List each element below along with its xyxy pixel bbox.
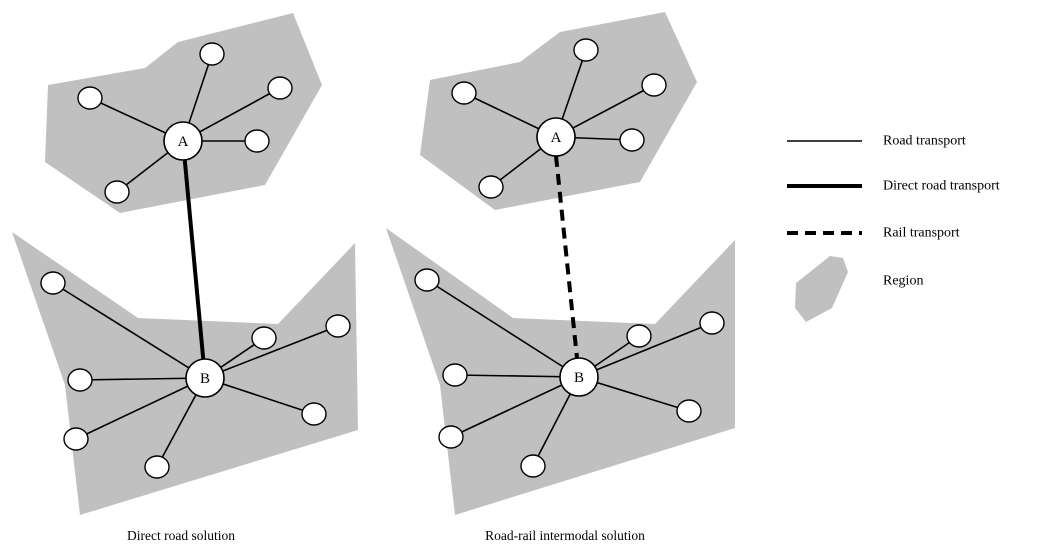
node bbox=[63, 427, 89, 451]
node bbox=[573, 38, 599, 62]
road-link bbox=[450, 376, 580, 438]
node bbox=[267, 76, 293, 100]
node bbox=[199, 42, 225, 66]
hub-a bbox=[536, 117, 576, 157]
road-link bbox=[454, 374, 580, 378]
diagram-intermodal: A B Road-rail intermodal solution bbox=[386, 12, 735, 543]
node bbox=[77, 86, 103, 110]
rail-link bbox=[554, 155, 579, 359]
hub-a bbox=[163, 121, 203, 161]
node bbox=[104, 180, 130, 204]
legend-rail-label: Rail transport bbox=[883, 226, 960, 241]
region-a-left bbox=[45, 13, 322, 213]
road-link bbox=[75, 377, 206, 440]
node bbox=[40, 271, 66, 295]
node bbox=[67, 368, 93, 392]
hub-b-label: B bbox=[200, 371, 210, 387]
direct-road-link bbox=[181, 140, 207, 379]
node bbox=[438, 425, 464, 449]
road-link bbox=[79, 377, 206, 381]
legend: Road transport Direct road transport Rai… bbox=[787, 134, 1000, 322]
hub-b bbox=[559, 357, 599, 397]
node bbox=[520, 454, 546, 478]
node bbox=[619, 128, 645, 152]
node bbox=[676, 399, 702, 423]
node bbox=[144, 455, 170, 479]
hub-b-label: B bbox=[574, 370, 584, 386]
road-link bbox=[426, 279, 580, 378]
node bbox=[414, 268, 440, 292]
region-b-left bbox=[12, 232, 358, 515]
node bbox=[641, 73, 667, 97]
node bbox=[699, 311, 725, 335]
hub-a-label: A bbox=[551, 130, 562, 146]
road-link bbox=[204, 325, 339, 379]
caption-intermodal: Road-rail intermodal solution bbox=[485, 528, 645, 543]
node bbox=[325, 314, 351, 338]
legend-region-label: Region bbox=[883, 274, 923, 289]
legend-direct-label: Direct road transport bbox=[883, 179, 1000, 194]
node bbox=[451, 81, 477, 105]
diagram-direct-road: A B Direct road solution bbox=[12, 13, 358, 543]
hub-a-label: A bbox=[178, 134, 189, 150]
road-link bbox=[578, 322, 713, 378]
legend-region-swatch bbox=[795, 256, 848, 322]
region-a-right bbox=[420, 12, 697, 210]
legend-road-label: Road transport bbox=[883, 134, 966, 149]
node bbox=[301, 402, 327, 426]
node bbox=[478, 175, 504, 199]
road-link bbox=[52, 282, 206, 379]
caption-direct-road: Direct road solution bbox=[127, 528, 235, 543]
node bbox=[626, 324, 652, 348]
hub-b bbox=[185, 358, 225, 398]
node bbox=[442, 363, 468, 387]
node bbox=[244, 129, 270, 153]
node bbox=[251, 326, 277, 350]
